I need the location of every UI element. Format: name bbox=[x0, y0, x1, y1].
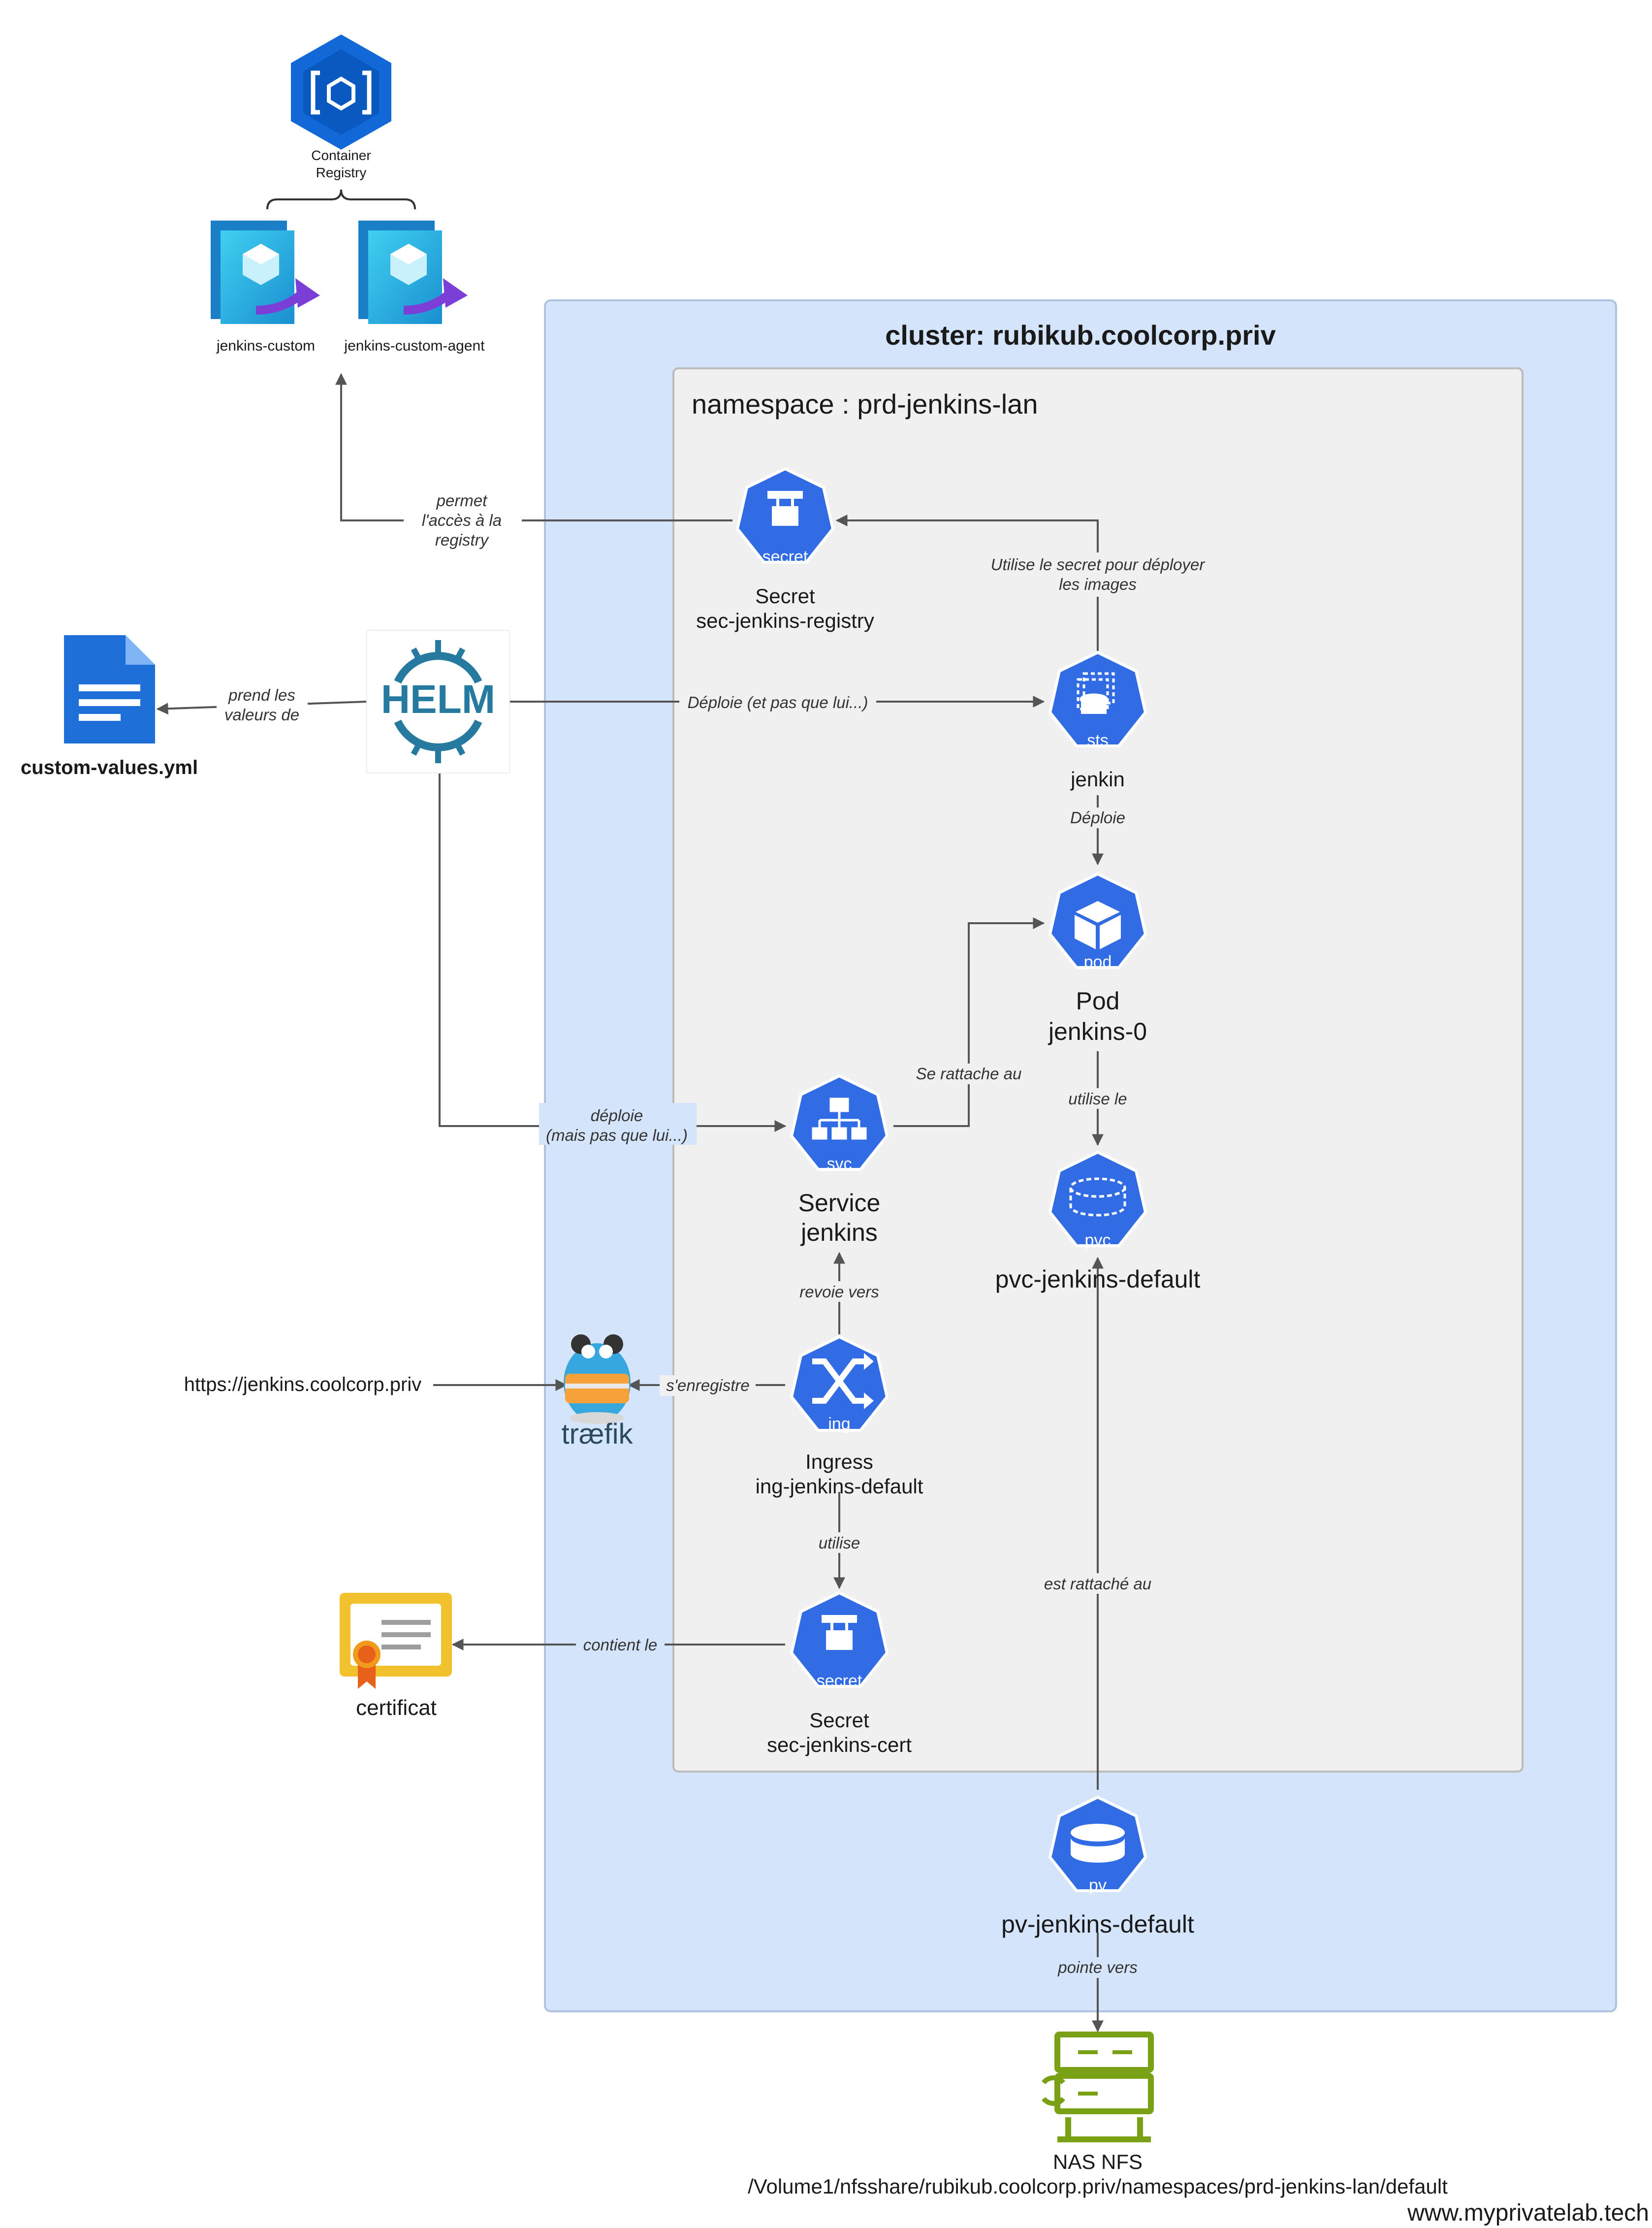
container-image-icon bbox=[358, 221, 468, 324]
svc-line2: jenkins bbox=[800, 1219, 878, 1246]
traefik-gopher-icon bbox=[564, 1334, 631, 1424]
edge-label-helm-deploys-svc-2: (mais pas que lui...) bbox=[546, 1126, 688, 1144]
edge-label-ing-uses-secret: utilise bbox=[819, 1534, 860, 1552]
ing-node[interactable]: ing bbox=[792, 1337, 887, 1433]
edge-label-points-to: pointe vers bbox=[1057, 1958, 1137, 1976]
svc-line1: Service bbox=[798, 1189, 881, 1217]
pod-line2: jenkins-0 bbox=[1048, 1018, 1147, 1045]
pvc-disk-icon bbox=[1069, 1177, 1126, 1217]
secret-cert-line1: Secret bbox=[809, 1709, 869, 1732]
secret-cert-badge: secret bbox=[817, 1672, 862, 1690]
statefulset-icon bbox=[1077, 672, 1115, 714]
secret-cert-node[interactable]: secret bbox=[792, 1593, 887, 1690]
edge-sts-to-secret bbox=[835, 515, 1099, 657]
ing-line1: Ingress bbox=[805, 1450, 873, 1473]
edge-label-attaches-to: Se rattache au bbox=[916, 1065, 1022, 1083]
secret-lock-icon bbox=[822, 1615, 857, 1650]
secret-cert-line2: sec-jenkins-cert bbox=[767, 1733, 912, 1756]
registry-image-label: jenkins-custom-agent bbox=[344, 338, 485, 354]
ing-badge: ing bbox=[828, 1415, 850, 1433]
edge-label-helm-deploys-sts: Déploie (et pas que lui...) bbox=[688, 693, 868, 711]
edge-label-sts-deploys-pod: Déploie bbox=[1070, 808, 1125, 827]
pv-badge: pv bbox=[1089, 1876, 1107, 1895]
edge-label-registry-access-3: registry bbox=[435, 531, 490, 549]
container-registry-icon bbox=[291, 34, 391, 150]
edge-secret-to-registry bbox=[335, 373, 732, 521]
pv-node[interactable]: pv bbox=[1050, 1797, 1145, 1895]
url-label[interactable]: https://jenkins.coolcorp.priv bbox=[184, 1374, 421, 1395]
svc-node[interactable]: svc bbox=[792, 1076, 887, 1173]
service-network-icon bbox=[812, 1098, 867, 1140]
pvc-line1: pvc-jenkins-default bbox=[995, 1265, 1201, 1293]
certificate-label: certificat bbox=[356, 1696, 437, 1720]
nas-label: NAS NFS bbox=[1053, 2150, 1143, 2173]
container-image-icon bbox=[211, 221, 320, 324]
sts-line1: jenkin bbox=[1070, 768, 1125, 791]
edge-label-ing-to-svc: revoie vers bbox=[799, 1283, 879, 1301]
watermark: www.myprivatelab.tech bbox=[1407, 2200, 1649, 2226]
ingress-shuffle-icon bbox=[812, 1353, 874, 1409]
secret-registry-badge: secret bbox=[762, 548, 808, 566]
nas-server-icon bbox=[1042, 2032, 1154, 2142]
pod-line1: Pod bbox=[1076, 987, 1120, 1015]
edge-label-registers: s'enregistre bbox=[666, 1376, 750, 1394]
svc-badge: svc bbox=[827, 1155, 852, 1173]
helm-logo: HELM bbox=[366, 630, 510, 774]
sts-node[interactable]: sts bbox=[1050, 652, 1145, 750]
pv-disk-icon bbox=[1071, 1824, 1125, 1863]
registry-brace bbox=[266, 189, 416, 210]
registry-label-2: Registry bbox=[316, 165, 367, 180]
edge-label-pv-attached: est rattaché au bbox=[1044, 1575, 1151, 1593]
edge-label-values-2: valeurs de bbox=[224, 706, 299, 724]
ing-line2: ing-jenkins-default bbox=[756, 1475, 923, 1498]
document-icon bbox=[64, 635, 155, 743]
edge-label-registry-access-1: permet bbox=[436, 491, 488, 510]
traefik-text: træfik bbox=[562, 1418, 634, 1450]
secret-registry-line1: Secret bbox=[755, 584, 815, 608]
pod-cube-icon bbox=[1075, 901, 1121, 949]
helm-wheel-icon bbox=[394, 640, 482, 763]
edge-label-pod-uses-pvc: utilise le bbox=[1068, 1090, 1127, 1108]
edge-label-helm-deploys-svc-1: déploie bbox=[591, 1106, 643, 1125]
edge-label-contains: contient le bbox=[583, 1636, 657, 1654]
pod-badge: pod bbox=[1084, 953, 1112, 971]
registry-label-1: Container bbox=[311, 148, 371, 163]
cluster-title: cluster: rubikub.coolcorp.priv bbox=[885, 320, 1275, 351]
secret-lock-icon bbox=[767, 491, 803, 526]
registry-image-label: jenkins-custom bbox=[216, 338, 315, 354]
edge-label-uses-secret-2: les images bbox=[1059, 575, 1137, 593]
secret-registry-node[interactable]: secret bbox=[737, 469, 833, 566]
pvc-badge: pvc bbox=[1085, 1231, 1111, 1250]
pvc-node[interactable]: pvc bbox=[1050, 1152, 1145, 1250]
secret-registry-line2: sec-jenkins-registry bbox=[696, 609, 874, 632]
edge-label-values-1: prend les bbox=[228, 686, 295, 704]
edge-label-uses-secret-1: Utilise le secret pour déployer bbox=[991, 555, 1206, 574]
certificate-icon bbox=[340, 1593, 452, 1689]
namespace-title: namespace : prd-jenkins-lan bbox=[692, 388, 1038, 420]
pv-line1: pv-jenkins-default bbox=[1001, 1910, 1194, 1938]
edge-svc-to-pod bbox=[893, 917, 1045, 1127]
edge-label-registry-access-2: l'accès à la bbox=[422, 511, 502, 529]
custom-values-label: custom-values.yml bbox=[21, 757, 198, 778]
helm-text: HELM bbox=[381, 677, 495, 722]
pod-node[interactable]: pod bbox=[1050, 874, 1145, 971]
nas-path: /Volume1/nfsshare/rubikub.coolcorp.priv/… bbox=[748, 2175, 1448, 2198]
sts-badge: sts bbox=[1087, 731, 1108, 750]
